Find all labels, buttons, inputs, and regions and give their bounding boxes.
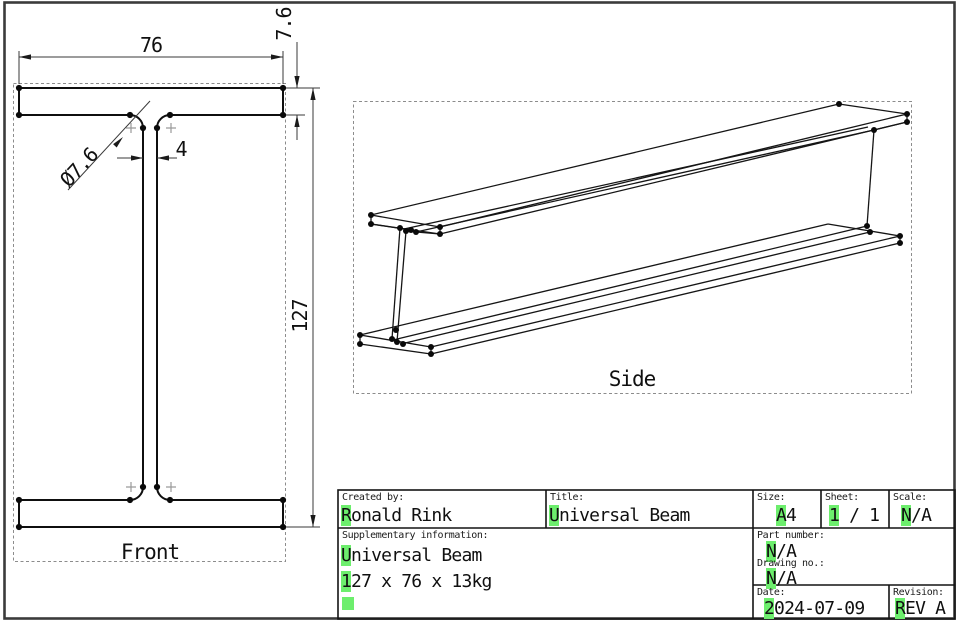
- date-value[interactable]: 2024-07-09: [764, 598, 865, 619]
- title-block-grid: [337, 489, 956, 620]
- title-label: Title:: [550, 492, 584, 503]
- created-by-label: Created by:: [342, 492, 404, 503]
- revision-label: Revision:: [893, 587, 944, 598]
- front-view-vertex-dots: [15, 84, 287, 531]
- dim-width-text[interactable]: 76: [140, 33, 163, 57]
- part-number-label: Part number:: [757, 530, 825, 541]
- supplementary-line1[interactable]: Universal Beam: [341, 545, 482, 566]
- sheet-value[interactable]: 1 / 1: [829, 505, 880, 526]
- scale-value[interactable]: N/A: [901, 505, 932, 526]
- dimension-width-76[interactable]: 76: [18, 33, 284, 84]
- dim-flange-thickness-text[interactable]: 7.6: [272, 7, 296, 40]
- scale-label: Scale:: [893, 492, 927, 503]
- supplementary-label: Supplementary information:: [342, 530, 489, 541]
- dim-fillet-diameter-text[interactable]: Ø7.6: [55, 143, 103, 192]
- part-number-value[interactable]: N/A: [766, 541, 797, 562]
- ibeam-front-outline[interactable]: [18, 87, 284, 528]
- drawing-no-value[interactable]: N/A: [766, 568, 797, 589]
- front-viewport-border[interactable]: [13, 83, 286, 562]
- front-fillet-center-marks: [126, 123, 176, 492]
- drawing-no-label: Drawing no.:: [757, 558, 825, 569]
- title-value[interactable]: Universal Beam: [549, 505, 690, 526]
- revision-value[interactable]: REV A: [895, 598, 946, 619]
- side-viewport-border[interactable]: [353, 101, 912, 394]
- dim-web-thickness-text[interactable]: 4: [175, 137, 188, 161]
- supplementary-highlight-block[interactable]: [342, 597, 354, 610]
- side-view-geometry[interactable]: [359, 103, 908, 355]
- dim-height-text[interactable]: 127: [288, 299, 312, 332]
- dimension-flange-thickness[interactable]: 7.6: [272, 7, 305, 140]
- created-by-value[interactable]: Ronald Rink: [341, 505, 452, 526]
- side-view-vertex-dots: [357, 101, 910, 357]
- side-view-label: Side: [609, 367, 656, 391]
- dimension-height-127[interactable]: 127: [286, 87, 320, 528]
- size-label: Size:: [757, 492, 786, 503]
- size-value[interactable]: A4: [776, 505, 797, 526]
- supplementary-line2[interactable]: 127 x 76 x 13kg: [341, 571, 492, 592]
- date-label: Date:: [757, 587, 786, 598]
- front-view-label: Front: [121, 540, 179, 564]
- sheet-label: Sheet:: [825, 492, 859, 503]
- dimension-web-thickness[interactable]: 4: [117, 137, 188, 161]
- front-view-geometry[interactable]: [18, 87, 284, 528]
